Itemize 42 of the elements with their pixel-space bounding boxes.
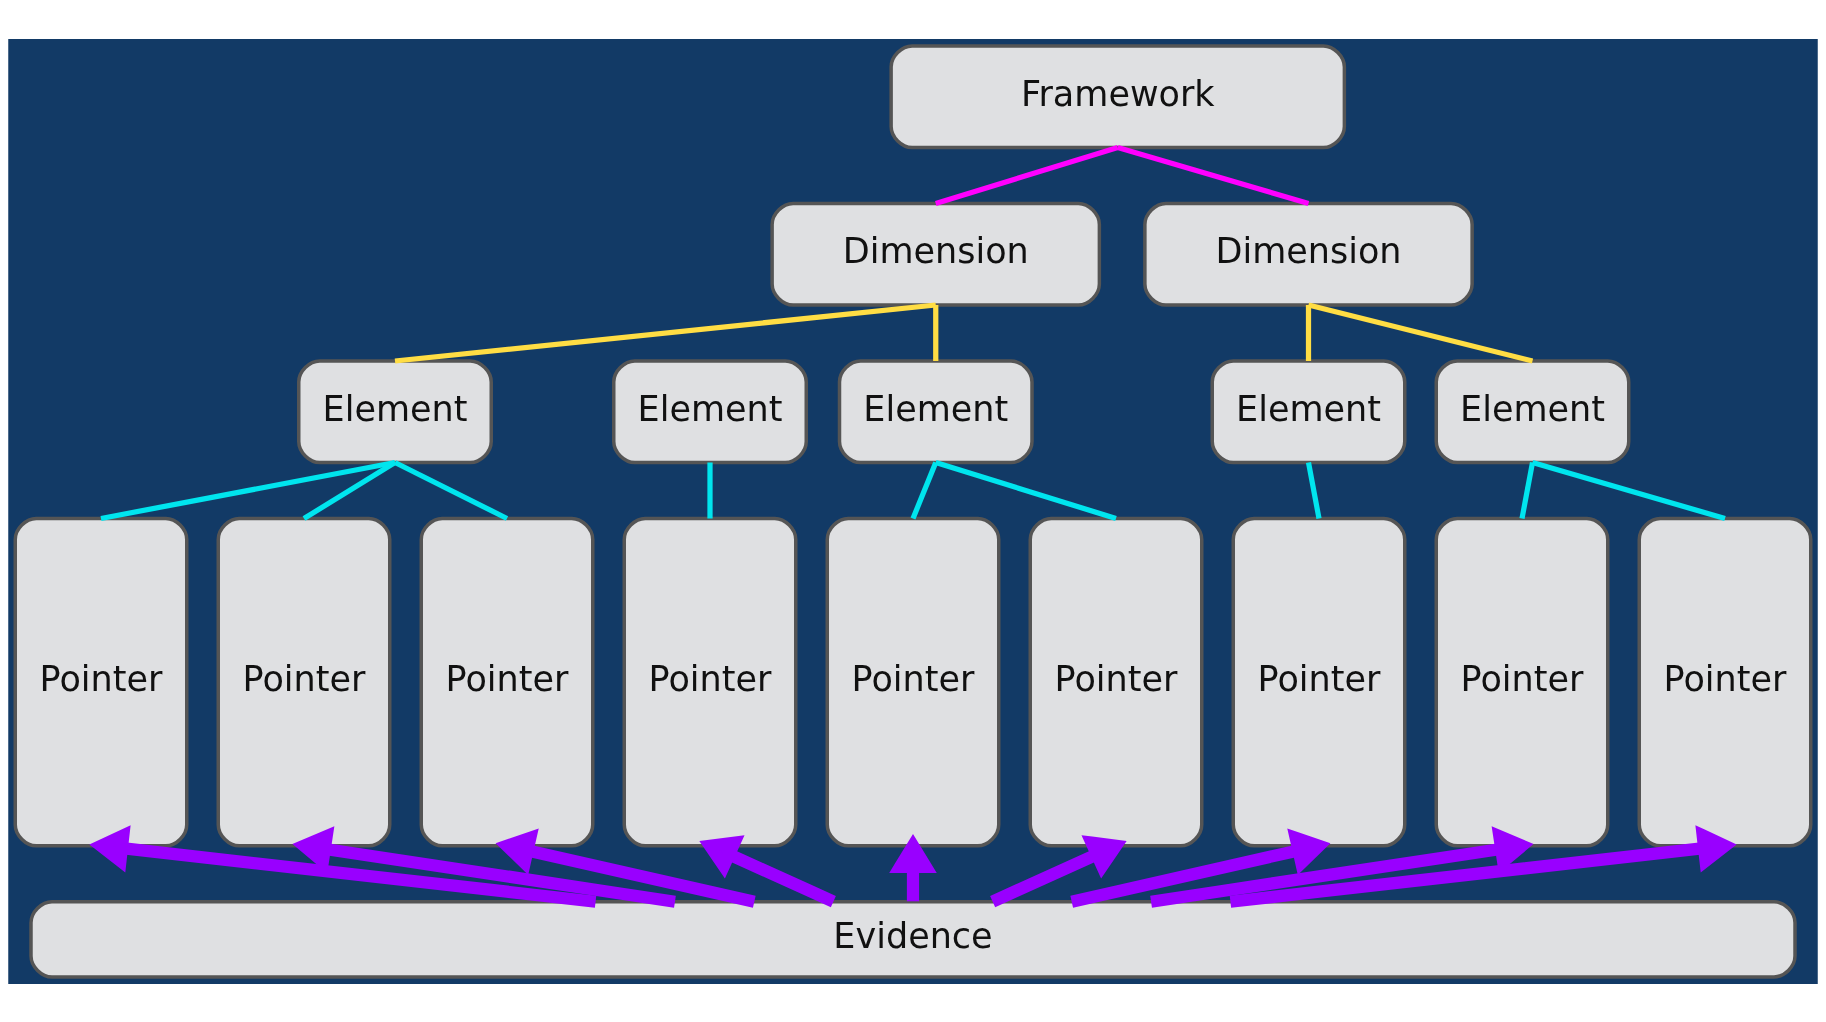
arrow — [1070, 828, 1331, 908]
connector — [100, 459, 396, 521]
connector — [1307, 301, 1534, 364]
node-box: Pointer — [13, 516, 189, 847]
node-box: Dimension — [1143, 201, 1474, 307]
connector — [302, 459, 397, 521]
arrow — [292, 825, 676, 908]
arrow — [1150, 825, 1534, 908]
connector — [393, 459, 509, 521]
connector — [934, 459, 1117, 521]
node-box: Evidence — [29, 899, 1797, 979]
node-box: Element — [612, 358, 808, 464]
arrow — [889, 833, 937, 901]
connector — [1519, 461, 1536, 519]
node-box: Element — [1434, 358, 1631, 464]
connector — [1117, 144, 1310, 206]
connector — [1305, 304, 1312, 361]
arrow — [89, 824, 597, 908]
node-box: Element — [297, 358, 493, 464]
arrow — [495, 828, 756, 908]
node-box: Element — [1210, 358, 1407, 464]
node-box: Pointer — [622, 516, 798, 847]
node-box: Pointer — [825, 516, 1001, 847]
node-box: Framework — [889, 43, 1347, 149]
node-box: Pointer — [216, 516, 392, 847]
node-box: Pointer — [1637, 516, 1813, 847]
connector — [1305, 461, 1322, 519]
node-box: Pointer — [1231, 516, 1407, 847]
node-box: Element — [837, 358, 1034, 464]
node-box: Pointer — [1028, 516, 1204, 847]
connector — [935, 144, 1119, 206]
arrow — [990, 834, 1127, 907]
connector — [394, 301, 937, 364]
connector — [1531, 459, 1726, 521]
connector — [933, 304, 939, 361]
node-box: Pointer — [419, 516, 595, 847]
node-box: Pointer — [1434, 516, 1610, 847]
arrow — [1229, 824, 1737, 908]
node-box: Dimension — [770, 201, 1102, 307]
connector — [910, 461, 939, 519]
connector — [707, 462, 713, 518]
arrow — [699, 834, 836, 907]
